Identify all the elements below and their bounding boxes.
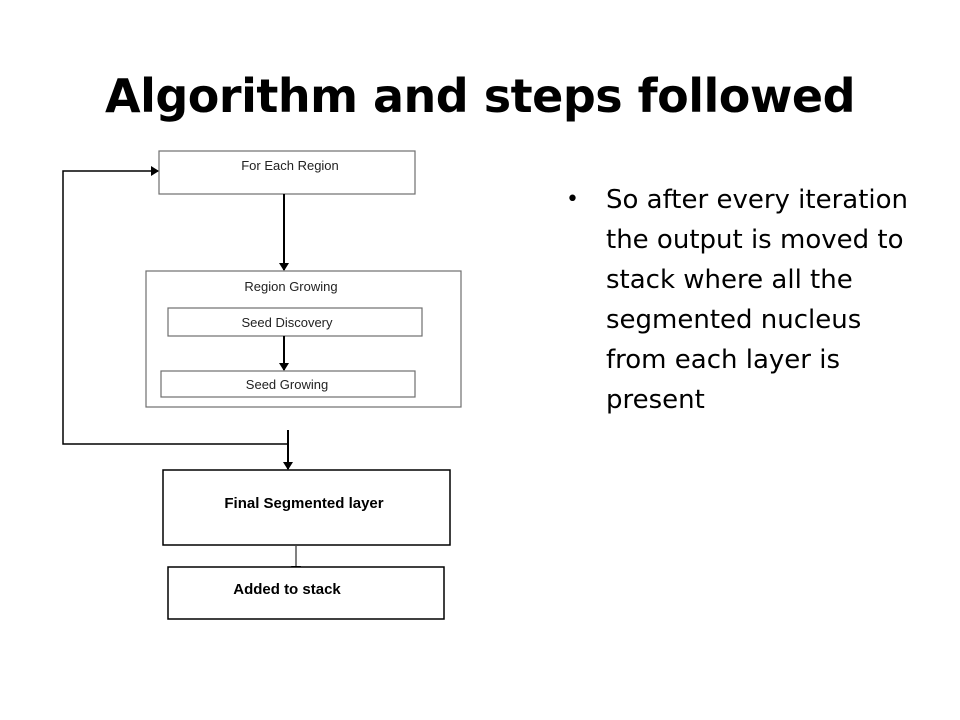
- final-segmented-layer-label: Final Segmented layer: [224, 495, 383, 512]
- seed-growing-node: Seed Growing: [160, 370, 416, 398]
- seed-growing-label: Seed Growing: [246, 377, 328, 392]
- bullet-list: • So after every iteration the output is…: [566, 180, 926, 420]
- added-to-stack-label: Added to stack: [233, 581, 341, 598]
- final-segmented-layer-node: Final Segmented layer: [162, 469, 451, 546]
- seed-discovery-node: Seed Discovery: [167, 307, 423, 337]
- for-each-region-node: For Each Region: [158, 150, 416, 195]
- bullet-text: So after every iteration the output is m…: [606, 185, 909, 415]
- bullet-icon: •: [566, 187, 579, 212]
- slide-title: Algorithm and steps followed: [104, 69, 856, 123]
- added-to-stack-node: Added to stack: [167, 566, 445, 620]
- for-each-region-label: For Each Region: [241, 158, 339, 173]
- bullet-item: • So after every iteration the output is…: [566, 180, 926, 420]
- region-growing-label: Region Growing: [244, 279, 337, 294]
- seed-discovery-label: Seed Discovery: [241, 315, 333, 330]
